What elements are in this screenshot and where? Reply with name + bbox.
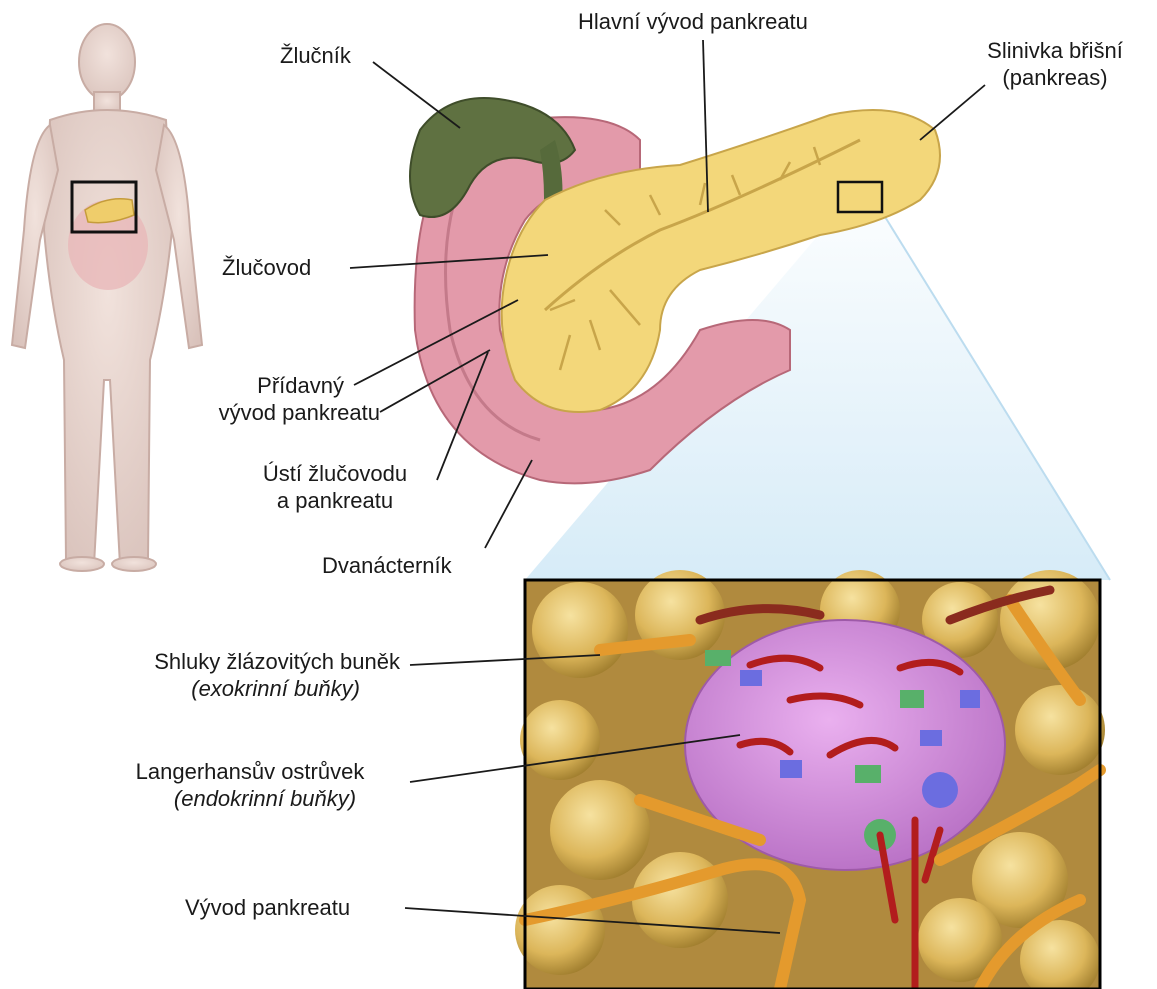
label-pancreatic-duct: Vývod pankreatu [185,894,350,921]
label-acini: Shluky žlázovitých buněk (exokrinní buňk… [60,648,400,702]
label-gallbladder: Žlučník [280,42,351,69]
body-figure [12,24,202,571]
label-pancreas-line-1: Slinivka břišní [960,37,1150,64]
label-bile-duct: Žlučovod [222,254,311,281]
label-acini-line-1: Shluky žlázovitých buněk [60,648,400,675]
label-islet-line-1: Langerhansův ostrůvek [90,758,410,785]
label-islet-line-2: (endokrinní buňky) [90,785,410,812]
label-islet: Langerhansův ostrůvek (endokrinní buňky) [90,758,410,812]
label-acini-line-2: (exokrinní buňky) [60,675,400,702]
label-accessory-duct-line-2: vývod pankreatu [150,399,380,426]
label-pancreas-line-2: (pankreas) [960,64,1150,91]
label-ampulla-line-2: a pankreatu [240,487,430,514]
label-pancreas: Slinivka břišní (pankreas) [960,37,1150,91]
label-accessory-duct-line-1: Přídavný [150,372,380,399]
label-ampulla-line-1: Ústí žlučovodu [240,460,430,487]
label-ampulla: Ústí žlučovodu a pankreatu [240,460,430,514]
label-accessory-duct: Přídavný vývod pankreatu [150,372,380,426]
label-duodenum: Dvanácterník [322,552,452,579]
microscopic-inset [515,570,1105,989]
label-main-pancreatic-duct: Hlavní vývod pankreatu [578,8,808,35]
